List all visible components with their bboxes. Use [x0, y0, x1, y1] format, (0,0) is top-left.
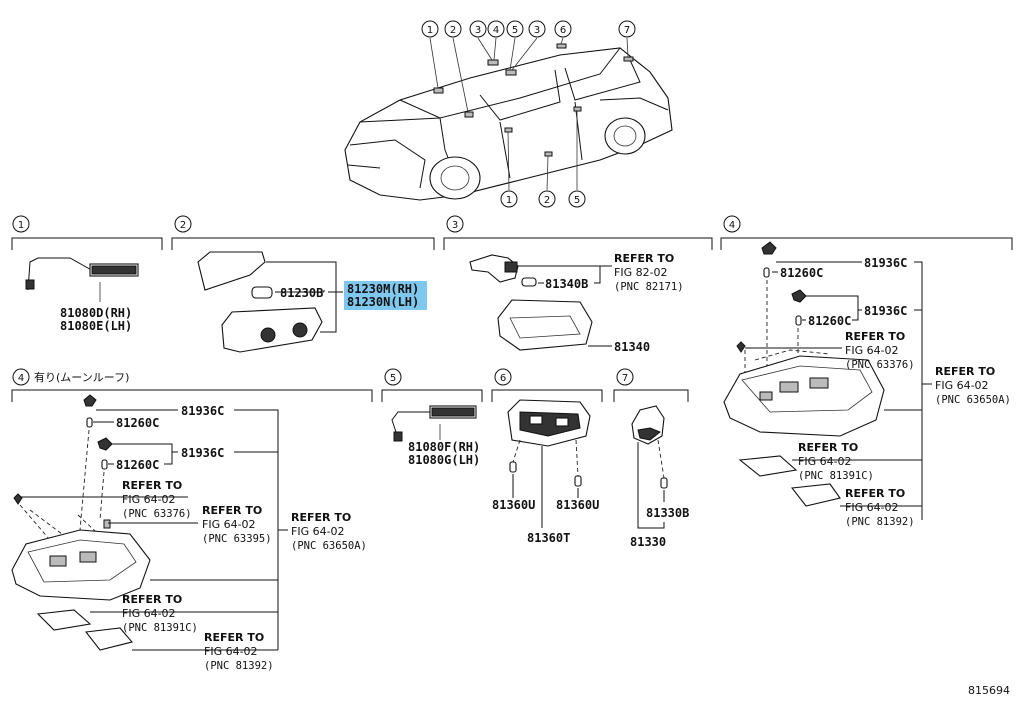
- callout-b1: 1: [506, 195, 512, 206]
- refer-s4l-b1: REFER TO: [202, 504, 262, 517]
- refer-s4l-b2: FIG 64-02: [202, 518, 256, 531]
- refer-s3-l2: FIG 82-02: [614, 266, 668, 279]
- part-81340B[interactable]: 81340B: [545, 277, 588, 291]
- refer-s4l-d2: FIG 64-02: [122, 607, 176, 620]
- callout-5: 5: [512, 25, 518, 36]
- section-2: 2 81230B 81230M(RH) 81230N(LH): [171, 215, 435, 353]
- refer-s4r-c1: REFER TO: [798, 441, 858, 454]
- lens-dots: [260, 322, 308, 343]
- refer-s4l-e1: REFER TO: [204, 631, 264, 644]
- section-4l-title: 有り(ムーンルーフ): [34, 370, 129, 384]
- callout-6: 6: [560, 25, 566, 36]
- callout-7: 7: [624, 25, 630, 36]
- callout-b5: 5: [574, 195, 580, 206]
- refer-s4r-c2: FIG 64-02: [798, 455, 852, 468]
- part-81230N[interactable]: 81230N(LH): [347, 295, 419, 309]
- refer-s4r-b1: REFER TO: [935, 365, 995, 378]
- refer-s4r-d1: REFER TO: [845, 487, 905, 500]
- section-4-left: 4 有り(ムーンルーフ) 81936C 81260C 81936C 81260C: [11, 368, 373, 672]
- refer-s4l-c3[interactable]: (PNC 63650A): [291, 540, 367, 552]
- section-4-right: 4 81936C 81260C 81936C 81260C REFER TO F…: [720, 215, 1013, 528]
- part-81260C-r1[interactable]: 81260C: [780, 266, 823, 280]
- section-3-number: 3: [452, 220, 458, 231]
- refer-s4l-e2: FIG 64-02: [204, 645, 258, 658]
- section-7: 7 81330B 81330: [613, 368, 689, 549]
- part-81340[interactable]: 81340: [614, 340, 650, 354]
- refer-s4r-a1: REFER TO: [845, 330, 905, 343]
- refer-s4r-c3[interactable]: (PNC 81391C): [798, 470, 874, 482]
- section-5-number: 5: [390, 373, 396, 384]
- callout-4: 4: [493, 25, 499, 36]
- section-3: 3 81340B 81340 REFER TO FIG 82-02 (PNC 8…: [443, 215, 713, 354]
- top-callouts: 1 2 3 4 5 3 6 7: [421, 20, 636, 38]
- part-81080F[interactable]: 81080F(RH): [408, 440, 480, 454]
- diagram-id: 815694: [968, 684, 1010, 697]
- callout-1: 1: [427, 25, 433, 36]
- refer-s4r-b3[interactable]: (PNC 63650A): [935, 394, 1011, 406]
- section-6: 6 81360U 81360U 81360T: [491, 368, 603, 545]
- refer-s4l-a1: REFER TO: [122, 479, 182, 492]
- part-81260C-r2[interactable]: 81260C: [808, 314, 851, 328]
- refer-s4r-d2: FIG 64-02: [845, 501, 899, 514]
- refer-s4l-b3[interactable]: (PNC 63395): [202, 533, 272, 545]
- refer-s3-l1: REFER TO: [614, 252, 674, 265]
- refer-s4l-a2: FIG 64-02: [122, 493, 176, 506]
- car-illustration: [344, 37, 673, 201]
- part-81936C-l2[interactable]: 81936C: [181, 446, 224, 460]
- refer-s4l-c1: REFER TO: [291, 511, 351, 524]
- part-81230B[interactable]: 81230B: [280, 286, 323, 300]
- part-81360U-b[interactable]: 81360U: [556, 498, 599, 512]
- section-1: 1 81080D(RH) 81080E(LH): [11, 215, 163, 333]
- part-81360U-a[interactable]: 81360U: [492, 498, 535, 512]
- section-6-number: 6: [500, 373, 506, 384]
- part-81330[interactable]: 81330: [630, 535, 666, 549]
- refer-s4r-d3[interactable]: (PNC 81392): [845, 516, 915, 528]
- refer-s4l-d1: REFER TO: [122, 593, 182, 606]
- refer-s4r-b2: FIG 64-02: [935, 379, 989, 392]
- callout-2: 2: [450, 25, 456, 36]
- callout-3: 3: [475, 25, 481, 36]
- section-4l-number: 4: [18, 373, 24, 384]
- refer-s4r-a3[interactable]: (PNC 63376): [845, 359, 915, 371]
- refer-s4l-d3[interactable]: (PNC 81391C): [122, 622, 198, 634]
- part-81260C-l1[interactable]: 81260C: [116, 416, 159, 430]
- part-81080D[interactable]: 81080D(RH): [60, 306, 132, 320]
- refer-s4r-a2: FIG 64-02: [845, 344, 899, 357]
- part-81080G[interactable]: 81080G(LH): [408, 453, 480, 467]
- section-4r-number: 4: [729, 220, 735, 231]
- callout-3b: 3: [534, 25, 540, 36]
- section-7-number: 7: [622, 373, 628, 384]
- section-5: 5 81080F(RH) 81080G(LH): [381, 368, 483, 467]
- part-81230M[interactable]: 81230M(RH): [347, 282, 419, 296]
- bottom-callouts: 1 2 5: [500, 190, 586, 208]
- refer-s3-l3[interactable]: (PNC 82171): [614, 281, 684, 293]
- callout-b2: 2: [544, 195, 550, 206]
- section-1-number: 1: [18, 220, 24, 231]
- part-81936C-r1[interactable]: 81936C: [864, 256, 907, 270]
- refer-s4l-e3[interactable]: (PNC 81392): [204, 660, 274, 672]
- refer-s4l-a3[interactable]: (PNC 63376): [122, 508, 192, 520]
- part-81936C-r2[interactable]: 81936C: [864, 304, 907, 318]
- part-81330B[interactable]: 81330B: [646, 506, 689, 520]
- part-81260C-l2[interactable]: 81260C: [116, 458, 159, 472]
- part-81080E[interactable]: 81080E(LH): [60, 319, 132, 333]
- highlight-box: [344, 281, 427, 310]
- refer-s4l-c2: FIG 64-02: [291, 525, 345, 538]
- part-81936C-l1[interactable]: 81936C: [181, 404, 224, 418]
- section-2-number: 2: [180, 220, 186, 231]
- part-81360T[interactable]: 81360T: [527, 531, 570, 545]
